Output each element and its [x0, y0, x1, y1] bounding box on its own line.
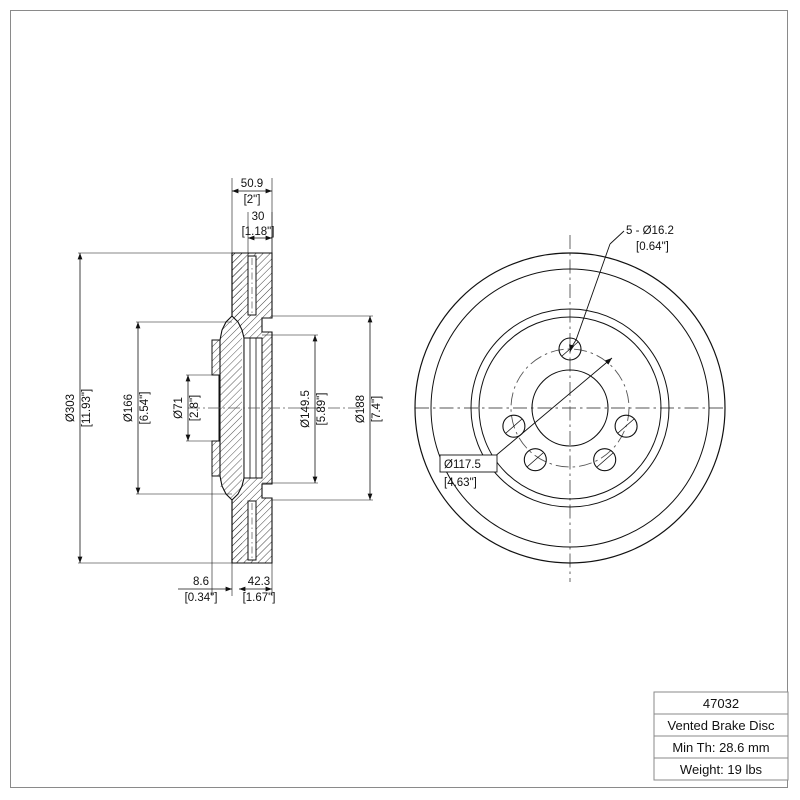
section-profile-hatched [211, 252, 273, 564]
dim-width-overall: 50.9 [2"] [231, 178, 273, 255]
bolt-circle-value-box [439, 454, 498, 473]
dim-width-overall-imperial: [2"] [244, 194, 261, 206]
title-block-min-thickness: Min Th: 28.6 mm [672, 740, 769, 755]
dim-outer-diameter-metric: Ø303 [65, 394, 77, 422]
dim-d166-imperial: [6.54"] [139, 392, 151, 425]
dim-offset-right-imperial: [1.67"] [243, 592, 276, 604]
dim-offset-right: 42.3 [1.67"] [239, 563, 275, 604]
title-block-weight: Weight: 19 lbs [680, 762, 763, 777]
dim-d166: Ø166 [6.54"] [123, 321, 232, 495]
dim-d149-5-metric: Ø149.5 [300, 390, 312, 428]
hub-outer-circle [470, 308, 670, 508]
callout-bolt-holes: 5 - Ø16.2 [0.64"] [569, 225, 674, 353]
outer-edge-circle [414, 252, 726, 564]
dim-hub-width-imperial: [1.18"] [242, 226, 275, 238]
dim-d166-metric: Ø166 [123, 394, 135, 422]
dim-width-overall-metric: 50.9 [241, 178, 263, 190]
dim-offset-left-metric: 8.6 [193, 576, 209, 588]
section-view: 50.9 [2"] 30 [1.18"] Ø303 [11.93"] [65, 178, 383, 604]
bolt-hole-3 [593, 448, 617, 472]
hub-step-circle [478, 316, 662, 500]
title-block: 47032 Vented Brake Disc Min Th: 28.6 mm … [653, 691, 789, 781]
dim-d188-imperial: [7.4"] [371, 396, 383, 422]
callout-bolt-circle: Ø117.5 [4.63"] [439, 357, 613, 489]
dim-center-bore: Ø71 [2.8"] [173, 374, 219, 442]
bolt-hole-2 [614, 414, 638, 438]
friction-surface-circle [430, 268, 710, 548]
dim-d149-5: Ø149.5 [5.89"] [262, 334, 328, 484]
dim-d149-5-imperial: [5.89"] [316, 393, 328, 426]
callout-bolt-circle-metric: Ø117.5 [444, 459, 481, 471]
dim-offset-right-metric: 42.3 [248, 576, 270, 588]
dim-outer-diameter: Ø303 [11.93"] [65, 252, 232, 564]
dim-d188-metric: Ø188 [355, 395, 367, 423]
title-block-description: Vented Brake Disc [668, 718, 775, 733]
dim-outer-diameter-imperial: [11.93"] [81, 389, 93, 427]
callout-bolt-holes-imperial: [0.64"] [636, 241, 669, 253]
title-block-part-number: 47032 [703, 696, 739, 711]
dim-hub-width: 30 [1.18"] [242, 211, 275, 256]
dim-hub-width-metric: 30 [252, 211, 265, 223]
dim-center-bore-imperial: [2.8"] [189, 395, 201, 421]
drawing-frame-border [10, 10, 788, 788]
face-view: 5 - Ø16.2 [0.64"] Ø117.5 [4.63"] [414, 225, 726, 582]
dim-offset-left-imperial: [0.34"] [185, 592, 218, 604]
callout-bolt-circle-imperial: [4.63"] [444, 477, 477, 489]
dim-d188: Ø188 [7.4"] [272, 315, 383, 501]
dim-offset-left: 8.6 [0.34"] [178, 476, 233, 604]
callout-bolt-holes-metric: 5 - Ø16.2 [626, 225, 674, 237]
dim-center-bore-metric: Ø71 [173, 397, 185, 419]
